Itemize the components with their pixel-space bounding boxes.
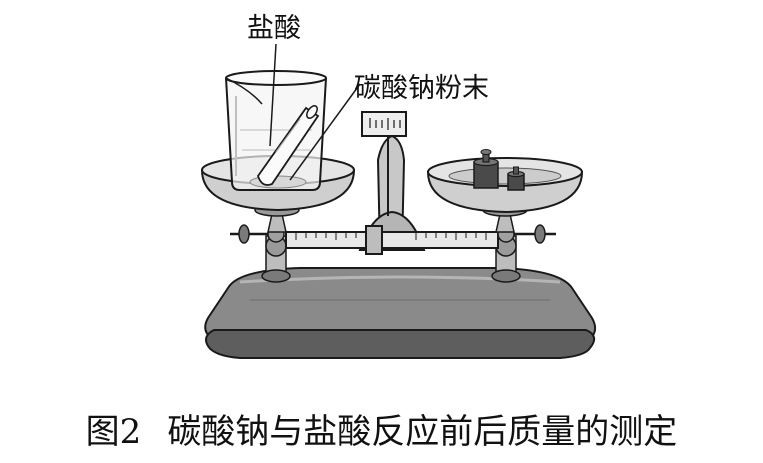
test-tube — [257, 105, 320, 186]
caption-text: 碳酸钠与盐酸反应前后质量的测定 — [167, 412, 678, 452]
weights — [473, 149, 525, 191]
figure-number: 图2 — [85, 412, 142, 452]
balance-base — [204, 267, 596, 359]
right-pan — [426, 157, 584, 214]
sodium-carbonate-powder-label: 碳酸钠粉末 — [354, 73, 489, 104]
balance-diagram — [200, 43, 596, 359]
rider — [365, 225, 383, 255]
scale-window-ticks — [369, 118, 401, 130]
small-weight — [507, 166, 525, 191]
beam — [285, 225, 499, 255]
beam-scale-ticks — [295, 232, 487, 240]
large-weight — [473, 149, 499, 189]
leader-lines — [269, 43, 361, 181]
hydrochloric-acid-label: 盐酸 — [247, 13, 301, 44]
acid-leader-line — [269, 43, 277, 147]
figure-caption: 图2 碳酸钠与盐酸反应前后质量的测定 — [0, 404, 763, 453]
powder-leader-line — [289, 83, 361, 181]
right-adjusting-screw — [497, 224, 556, 244]
